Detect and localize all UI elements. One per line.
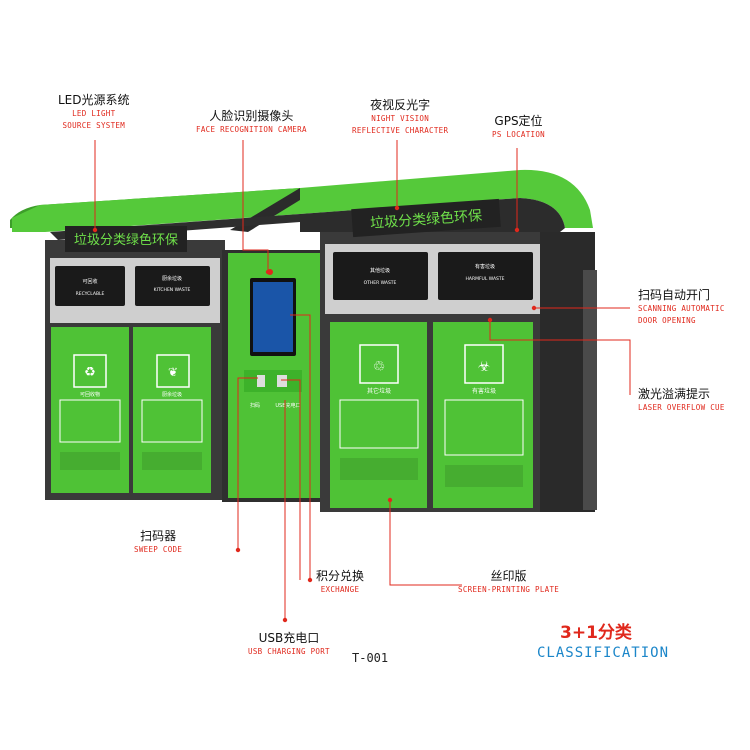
callout-plate-en1: SCREEN-PRINTING PLATE xyxy=(458,585,560,594)
svg-text:有害垃圾: 有害垃圾 xyxy=(475,263,495,270)
banner-left-text: 垃圾分类绿色环保 xyxy=(74,232,178,248)
callout-led-en2: SOURCE SYSTEM xyxy=(62,121,126,130)
console: 扫码 USB充电口 xyxy=(228,253,320,498)
callout-scan-open: 扫码自动开门 SCANNING AUTOMATIC DOOR OPENING xyxy=(638,287,725,327)
callout-scan-open-en1: SCANNING AUTOMATIC xyxy=(638,304,725,313)
svg-text:RECYCLABLE: RECYCLABLE xyxy=(76,291,105,297)
callout-gps-cn: GPS定位 xyxy=(494,114,543,128)
callout-led-cn: LED光源系统 xyxy=(58,93,130,107)
svg-text:KITCHEN WASTE: KITCHEN WASTE xyxy=(154,287,191,293)
callout-laser-cn: 激光溢满提示 xyxy=(638,387,711,401)
callout-sweep: 扫码器 SWEEP CODE xyxy=(134,528,182,556)
bin-screen-other: 其他垃圾 OTHER WASTE xyxy=(333,252,428,300)
bin-door-other[interactable]: ♲ 其它垃圾 xyxy=(330,322,427,508)
svg-text:❦: ❦ xyxy=(168,365,178,379)
classification-cn: 3+1分类 xyxy=(560,623,632,643)
callout-exchange: 积分兑换 EXCHANGE xyxy=(316,568,364,596)
callout-exchange-cn: 积分兑换 xyxy=(316,569,365,583)
callout-led: LED光源系统 LED LIGHT SOURCE SYSTEM xyxy=(58,92,130,132)
svg-text:USB充电口: USB充电口 xyxy=(275,402,300,409)
callout-exchange-en1: EXCHANGE xyxy=(320,585,360,594)
bin-screen-kitchen: 厨余垃圾 KITCHEN WASTE xyxy=(135,266,210,306)
callout-night: 夜视反光字 NIGHT VISION REFLECTIVE CHARACTER xyxy=(352,97,448,137)
callout-plate-cn: 丝印版 xyxy=(490,569,527,583)
callout-night-cn: 夜视反光字 xyxy=(370,98,431,112)
svg-text:厨余垃圾: 厨余垃圾 xyxy=(162,391,182,398)
banner-left: 垃圾分类绿色环保 xyxy=(65,226,187,252)
svg-text:OTHER WASTE: OTHER WASTE xyxy=(364,280,397,286)
callout-sweep-en1: SWEEP CODE xyxy=(134,545,183,554)
model-number: T-001 xyxy=(352,651,389,665)
bin-door-recyclable[interactable]: ♻ 可回收物 xyxy=(51,327,129,493)
svg-text:厨余垃圾: 厨余垃圾 xyxy=(162,275,182,282)
callout-plate: 丝印版 SCREEN-PRINTING PLATE xyxy=(458,568,559,596)
svg-text:扫码: 扫码 xyxy=(250,402,260,409)
callout-night-en1: NIGHT VISION xyxy=(371,114,430,123)
callout-scan-open-cn: 扫码自动开门 xyxy=(638,288,711,302)
svg-text:其它垃圾: 其它垃圾 xyxy=(367,387,391,395)
callout-night-en2: REFLECTIVE CHARACTER xyxy=(352,126,449,135)
classification-en: CLASSIFICATION xyxy=(537,645,670,661)
svg-text:其他垃圾: 其他垃圾 xyxy=(370,267,390,274)
banner-right: 垃圾分类绿色环保 xyxy=(351,198,501,238)
svg-text:有害垃圾: 有害垃圾 xyxy=(472,387,496,395)
callout-camera-cn: 人脸识别摄像头 xyxy=(209,109,294,123)
callout-sweep-cn: 扫码器 xyxy=(140,529,177,543)
callout-camera: 人脸识别摄像头 FACE RECOGNITION CAMERA xyxy=(196,108,307,136)
callout-lines xyxy=(94,140,631,620)
callout-led-en1: LED LIGHT xyxy=(72,109,116,118)
svg-text:HARMFUL WASTE: HARMFUL WASTE xyxy=(465,276,504,282)
svg-text:♲: ♲ xyxy=(373,359,386,375)
callout-gps: GPS定位 PS LOCATION xyxy=(492,113,545,141)
svg-text:☣: ☣ xyxy=(478,359,491,375)
svg-text:可回收物: 可回收物 xyxy=(80,391,100,398)
scanner[interactable] xyxy=(257,375,265,387)
svg-text:♻: ♻ xyxy=(84,365,96,380)
bin-screen-recyclable: 可回收 RECYCLABLE xyxy=(55,266,125,306)
callout-usb: USB充电口 USB CHARGING PORT xyxy=(248,630,330,658)
bin-door-kitchen[interactable]: ❦ 厨余垃圾 xyxy=(133,327,211,493)
usb-port[interactable] xyxy=(277,375,287,387)
callout-laser-en1: LASER OVERFLOW CUE xyxy=(638,403,725,412)
callout-dots xyxy=(92,205,537,623)
callout-laser: 激光溢满提示 LASER OVERFLOW CUE xyxy=(638,386,725,414)
callout-usb-en1: USB CHARGING PORT xyxy=(248,647,330,656)
svg-text:可回收: 可回收 xyxy=(82,278,97,285)
callout-scan-open-en2: DOOR OPENING xyxy=(638,316,696,325)
bin-door-harmful[interactable]: ☣ 有害垃圾 xyxy=(433,322,533,508)
callout-usb-cn: USB充电口 xyxy=(258,631,320,645)
callout-camera-en1: FACE RECOGNITION CAMERA xyxy=(196,125,307,134)
bin-screen-harmful: 有害垃圾 HARMFUL WASTE xyxy=(438,252,533,300)
callout-gps-en1: PS LOCATION xyxy=(492,130,545,139)
